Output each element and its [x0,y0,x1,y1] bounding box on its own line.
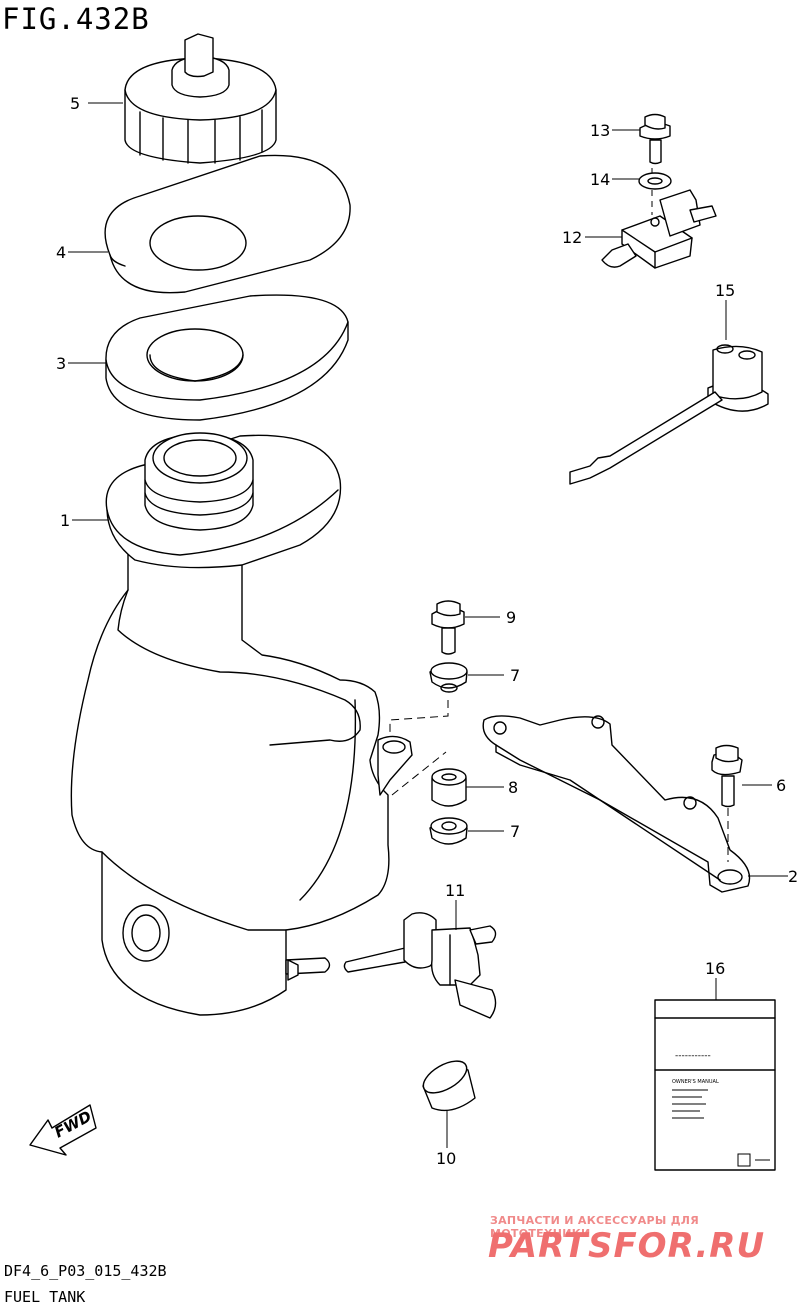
part-11-fuel-cock[interactable] [343,912,497,1019]
callout-7a: 7 [510,666,520,685]
assembly-dashed-lines [389,168,729,862]
diagram-code: DF4_6_P03_015_432B [4,1262,167,1280]
callout-16: 16 [705,959,725,978]
diagram-name: FUEL TANK [4,1288,86,1306]
callout-4: 4 [56,243,66,262]
part-4-gasket[interactable] [104,154,351,294]
callout-2: 2 [788,867,798,886]
part-9-bolt[interactable] [431,600,465,655]
part-6-bolt[interactable] [711,744,743,808]
callout-8: 8 [508,778,518,797]
part-12-fuel-joint[interactable] [601,189,717,269]
part-14-washer[interactable] [638,172,672,190]
callout-13: 13 [590,121,610,140]
callout-5: 5 [70,94,80,113]
callout-6: 6 [776,776,786,795]
callout-15: 15 [715,281,735,300]
part-5-fuel-cap[interactable] [124,33,277,164]
part-2-bracket[interactable] [482,715,751,893]
callout-9: 9 [506,608,516,627]
part-13-bolt[interactable] [639,113,671,165]
callout-labels: 5 4 3 1 13 14 12 15 9 7 8 7 11 6 2 16 10 [56,94,798,1168]
watermark-logo: PARTSFOR.RU [488,1226,766,1266]
manual-header-text: ----------- [675,1051,711,1061]
manual-title-text: OWNER'S MANUAL [672,1079,719,1085]
fwd-arrow-icon: FWD [29,1104,97,1156]
callout-1: 1 [60,511,70,530]
callout-12: 12 [562,228,582,247]
callout-7b: 7 [510,822,520,841]
part-3-seal[interactable] [105,294,349,421]
leader-lines [68,102,788,1148]
part-8-cushion[interactable] [431,768,467,807]
part-1-fuel-tank[interactable] [70,432,390,1016]
part-7-grommet-upper[interactable] [429,662,468,693]
tank-mount-tab [377,735,413,796]
part-15-fuel-gauge[interactable] [569,344,769,485]
figure-title: FIG.432B [2,2,150,36]
watermark-tagline: ЗАПЧАСТИ И АКСЕССУАРЫ ДЛЯ МОТОТЕХНИКИ [490,1214,700,1240]
callout-11: 11 [445,881,465,900]
part-7-grommet-lower[interactable] [429,817,468,845]
callout-10: 10 [436,1149,456,1168]
callout-3: 3 [56,354,66,373]
part-16-owners-manual[interactable]: ----------- OWNER'S MANUAL [654,999,776,1171]
callout-14: 14 [590,170,610,189]
part-10-cover[interactable] [418,1055,476,1112]
